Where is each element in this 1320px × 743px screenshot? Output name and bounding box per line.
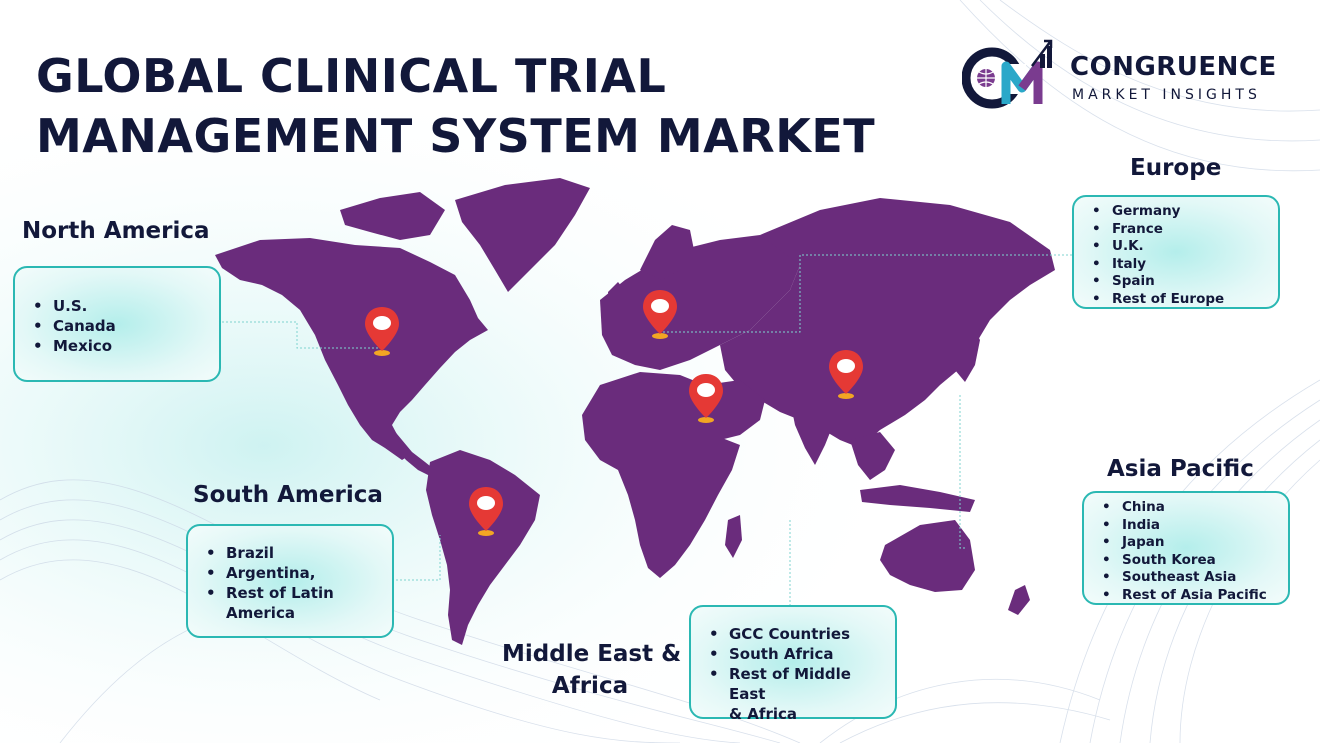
southeast-asia-landmass [850,432,895,480]
list-item: Argentina, [202,563,378,583]
logo-monogram [961,39,1053,109]
page-title: GLOBAL CLINICAL TRIAL MANAGEMENT SYSTEM … [36,46,875,166]
region-title-mea: Middle East & Africa [502,638,682,702]
south-america-landmass [426,450,540,645]
region-title-south-america: South America [193,482,383,508]
list-item: China [1098,499,1274,517]
list-item: South Korea [1098,552,1274,570]
list-item: Germany [1088,203,1264,221]
list-item: Rest of Asia Pacific [1098,587,1274,605]
list-item: U.S. [29,296,205,316]
region-title-asia-pacific: Asia Pacific [1107,456,1254,482]
region-box-asia-pacific: China India Japan South Korea Southeast … [1082,491,1290,605]
region-title-europe: Europe [1130,155,1222,181]
india-landmass [790,400,835,465]
region-title-north-america: North America [22,218,210,244]
list-item: & Africa [729,705,797,723]
region-box-mea: GCC Countries South Africa Rest of Middl… [689,605,897,723]
list-item: Spain [1088,273,1264,291]
scandinavia-landmass [640,225,695,280]
title-line-1: GLOBAL CLINICAL TRIAL [36,49,667,103]
location-pin-icon [643,290,677,339]
region-box-north-america: U.S. Canada Mexico [13,266,221,382]
list-item: Brazil [202,543,378,563]
japan-landmass [955,325,980,382]
asia-landmass [720,198,1055,448]
list-item: GCC Countries [705,624,881,644]
logo-name: CONGRUENCE [1070,52,1277,82]
region-title-mea-line-1: Middle East & [502,641,682,667]
list-item: Rest of Latin [202,583,378,603]
list-item: Japan [1098,534,1274,552]
region-title-mea-line-2: Africa [551,673,629,699]
list-item: Rest of Middle East [705,664,881,704]
indonesia-landmass [860,485,975,512]
list-item: Italy [1088,256,1264,274]
central-america-landmass [392,428,435,476]
africa-landmass [582,372,740,578]
new-zealand-landmass [1008,585,1030,615]
greenland-landmass [455,178,590,292]
australia-landmass [880,520,975,592]
list-item: Mexico [29,336,205,356]
uk-landmass [608,282,626,314]
region-box-south-america: Brazil Argentina, Rest of Latin America [186,524,394,638]
logo-tagline: MARKET INSIGHTS [1072,87,1261,103]
list-item: Rest of Europe [1088,291,1264,309]
list-item: Canada [29,316,205,336]
list-item: America [226,604,295,622]
north-america-landmass [215,238,488,460]
location-pin-icon [469,487,503,536]
list-item: Southeast Asia [1098,569,1274,587]
title-line-2: MANAGEMENT SYSTEM MARKET [36,109,876,163]
company-logo: CONGRUENCE MARKET INSIGHTS [961,36,1292,116]
location-pin-icon [689,374,723,423]
list-item: U.K. [1088,238,1264,256]
arctic-islands-landmass [340,192,445,240]
list-item: India [1098,517,1274,535]
list-item: France [1088,221,1264,239]
location-pin-icon [829,350,863,399]
list-item: South Africa [705,644,881,664]
connector-lines [222,254,1080,605]
region-box-europe: Germany France U.K. Italy Spain Rest of … [1072,195,1280,309]
location-pin-icon [365,307,399,356]
madagascar-landmass [725,515,742,558]
